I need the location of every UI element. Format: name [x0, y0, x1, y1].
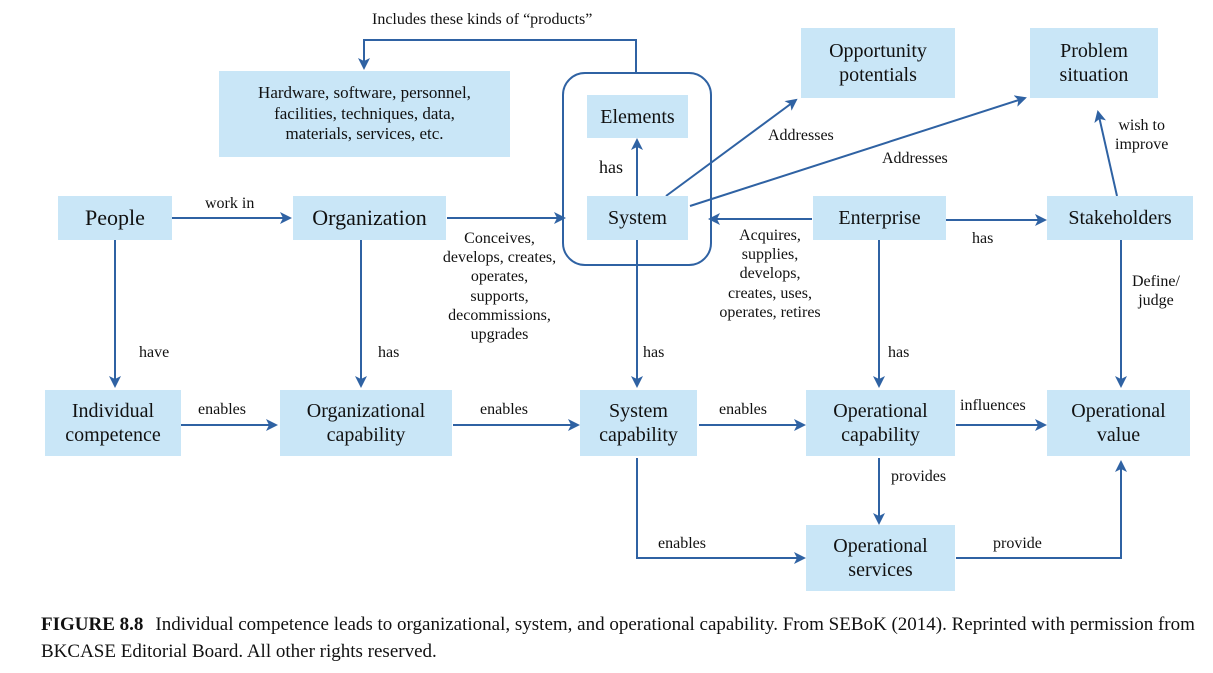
elements-label: Elements: [600, 105, 675, 128]
arrow-addresses-opportunity: [665, 98, 798, 197]
organization-box: Organization: [293, 196, 446, 240]
enterprise-box: Enterprise: [813, 196, 946, 240]
products-line-2: facilities, techniques, data,: [274, 103, 455, 123]
conceives-label: Conceives, develops, creates, operates, …: [427, 229, 572, 344]
conceives-line-2: develops, creates,: [442, 249, 557, 267]
elements-box: Elements: [587, 95, 688, 138]
system-capability-line-2: capability: [599, 424, 678, 446]
arrow-provide: [956, 460, 1127, 559]
caption-text: Individual competence leads to organizat…: [41, 614, 1195, 662]
operational-services-box: Operational services: [806, 525, 955, 591]
acquires-line-3: develops,: [739, 265, 801, 283]
org-capability-line-2: capability: [326, 424, 406, 446]
operational-capability-box: Operational capability: [806, 390, 955, 456]
opportunity-line-2: potentials: [839, 64, 917, 86]
acquires-label: Acquires, supplies, develops, creates, u…: [700, 226, 840, 322]
system-box: System: [587, 196, 688, 240]
system-capability-box: System capability: [580, 390, 697, 456]
conceives-line-6: upgrades: [470, 325, 529, 343]
people-label: People: [85, 204, 145, 230]
individual-line-2: competence: [65, 424, 161, 446]
opportunity-line-1: Opportunity: [829, 40, 927, 62]
work-in-label: work in: [205, 195, 255, 212]
organizational-capability-box: Organizational capability: [280, 390, 452, 456]
op-capability-line-2: capability: [841, 424, 920, 446]
op-capability-line-1: Operational: [833, 400, 928, 422]
arrow-includes-products: [358, 39, 637, 73]
products-box: Hardware, software, personnel, facilitie…: [219, 71, 510, 157]
products-line-1: Hardware, software, personnel,: [258, 83, 471, 103]
operational-value-box: Operational value: [1047, 390, 1190, 456]
wish-line-2: improve: [1115, 136, 1169, 154]
define-line-1: Define/: [1132, 273, 1180, 290]
provides-label: provides: [891, 468, 947, 485]
arrow-addresses-problem: [689, 95, 1027, 207]
have-label: have: [139, 344, 170, 361]
addresses-label-1: Addresses: [768, 127, 834, 144]
opportunity-potentials-box: Opportunity potentials: [801, 28, 955, 98]
influences-label: influences: [960, 397, 1026, 414]
org-capability-line-1: Organizational: [306, 400, 426, 422]
problem-situation-box: Problem situation: [1030, 28, 1158, 98]
conceives-line-5: decommissions,: [448, 306, 551, 324]
conceives-line-3: operates,: [470, 268, 529, 286]
stakeholders-label: Stakeholders: [1068, 207, 1172, 229]
has-enterprise-label: has: [888, 344, 910, 361]
arrow-enables-4: [636, 458, 806, 564]
enables-label-3: enables: [719, 401, 767, 418]
acquires-line-4: creates, uses,: [728, 284, 812, 302]
people-box: People: [58, 196, 172, 240]
addresses-label-2: Addresses: [882, 150, 948, 167]
define-judge-label: Define/ judge: [1132, 272, 1180, 310]
has-system-label: has: [643, 344, 665, 361]
wish-line-1: wish to: [1118, 117, 1165, 134]
acquires-line-2: supplies,: [741, 246, 799, 264]
wish-to-improve-label: wish to improve: [1115, 116, 1168, 154]
includes-products-label: Includes these kinds of “products”: [372, 11, 593, 28]
enables-label-1: enables: [198, 401, 246, 418]
has-org-label: has: [378, 344, 400, 361]
enables-label-2: enables: [480, 401, 528, 418]
arrow-wish-to-improve: [1094, 110, 1118, 197]
problem-line-1: Problem: [1060, 40, 1128, 62]
conceives-line-4: supports,: [470, 287, 529, 305]
stakeholders-box: Stakeholders: [1047, 196, 1193, 240]
acquires-line-5: operates, retires: [719, 303, 821, 321]
has-elements-label: has: [599, 157, 623, 177]
op-value-line-1: Operational: [1071, 400, 1166, 422]
organization-label: Organization: [312, 204, 427, 230]
has-stakeholders-label: has: [972, 230, 994, 247]
problem-line-2: situation: [1059, 64, 1129, 86]
individual-line-1: Individual: [71, 400, 155, 422]
system-label: System: [608, 207, 667, 229]
op-services-line-1: Operational: [833, 535, 928, 557]
products-line-3: materials, services, etc.: [285, 124, 444, 144]
define-line-2: judge: [1138, 292, 1174, 310]
enables-label-4: enables: [658, 535, 706, 552]
provide-label: provide: [993, 535, 1042, 552]
individual-competence-box: Individual competence: [45, 390, 181, 456]
conceives-line-1: Conceives,: [464, 230, 535, 247]
figure-number: FIGURE 8.8: [41, 614, 144, 635]
system-capability-line-1: System: [609, 400, 668, 422]
acquires-line-1: Acquires,: [739, 227, 801, 244]
op-value-line-2: value: [1096, 424, 1141, 446]
enterprise-label: Enterprise: [838, 207, 921, 229]
op-services-line-2: services: [848, 559, 913, 581]
